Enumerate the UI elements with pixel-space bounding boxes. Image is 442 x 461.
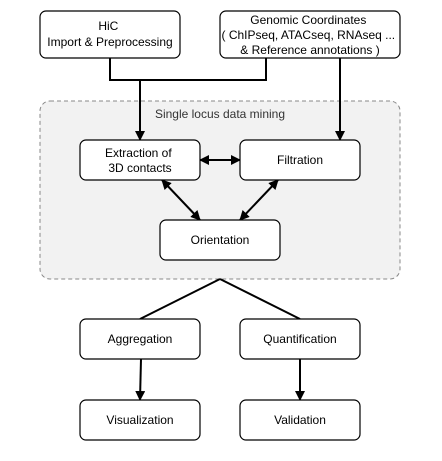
group-to-aggregation-line [139, 278, 221, 320]
node-validation-label: Validation [274, 413, 326, 427]
edges [109, 58, 345, 401]
node-aggregation-box [79, 318, 201, 360]
extraction-orientation-arrow [161, 179, 201, 221]
node-validation-box [239, 399, 361, 441]
node-genomic-coordinates-box [219, 10, 401, 59]
node-visualization-box [79, 399, 201, 441]
group-to-quantification-line [219, 278, 301, 320]
node-aggregation: Aggregation [79, 318, 201, 360]
node-genomic-line-3: & Reference annotations ) [240, 43, 379, 57]
node-extraction-line-1: Extraction of [105, 146, 172, 160]
node-extraction-box [79, 139, 201, 181]
node-hic-line-1: HiC [98, 19, 118, 33]
node-aggregation-label: Aggregation [108, 332, 173, 346]
node-visualization-line-1: Visualization [106, 413, 173, 427]
node-quantification-line-1: Quantification [263, 332, 336, 346]
node-genomic-coordinates-label: Genomic Coordinates ( ChIPseq, ATACseq, … [222, 13, 399, 57]
aggregation-to-visualization-arrow [135, 358, 146, 401]
node-quantification-box [239, 318, 361, 360]
node-visualization: Visualization [79, 399, 201, 441]
filtration-orientation-arrow [239, 179, 279, 221]
node-extraction: Extraction of 3D contacts [79, 139, 201, 181]
node-hic-label: HiC Import & Preprocessing [47, 19, 172, 49]
node-hic-box [39, 10, 181, 59]
node-aggregation-line-1: Aggregation [108, 332, 173, 346]
node-quantification: Quantification [239, 318, 361, 360]
node-orientation-box [159, 219, 281, 261]
node-genomic-line-1: Genomic Coordinates [250, 13, 366, 27]
node-orientation-label: Orientation [191, 233, 250, 247]
node-visualization-label: Visualization [106, 413, 173, 427]
node-orientation-line-1: Orientation [191, 233, 250, 247]
node-filtration-box [239, 139, 361, 181]
hic-genomic-to-extraction-arrow [109, 58, 267, 140]
node-genomic-coordinates: Genomic Coordinates ( ChIPseq, ATACseq, … [219, 10, 401, 59]
node-hic: HiC Import & Preprocessing [39, 10, 181, 59]
node-filtration-line-1: Filtration [277, 153, 323, 167]
node-validation-line-1: Validation [274, 413, 326, 427]
node-extraction-label: Extraction of 3D contacts [105, 146, 175, 175]
single-locus-group-label: Single locus data mining [155, 107, 285, 121]
node-extraction-line-2: 3D contacts [108, 161, 171, 175]
node-validation: Validation [239, 399, 361, 441]
node-genomic-line-2: ( ChIPseq, ATACseq, RNAseq ... [222, 28, 396, 42]
node-orientation: Orientation [159, 219, 281, 261]
node-hic-line-2: Import & Preprocessing [47, 35, 172, 49]
node-filtration-label: Filtration [277, 153, 323, 167]
node-filtration: Filtration [239, 139, 361, 181]
node-quantification-label: Quantification [263, 332, 336, 346]
